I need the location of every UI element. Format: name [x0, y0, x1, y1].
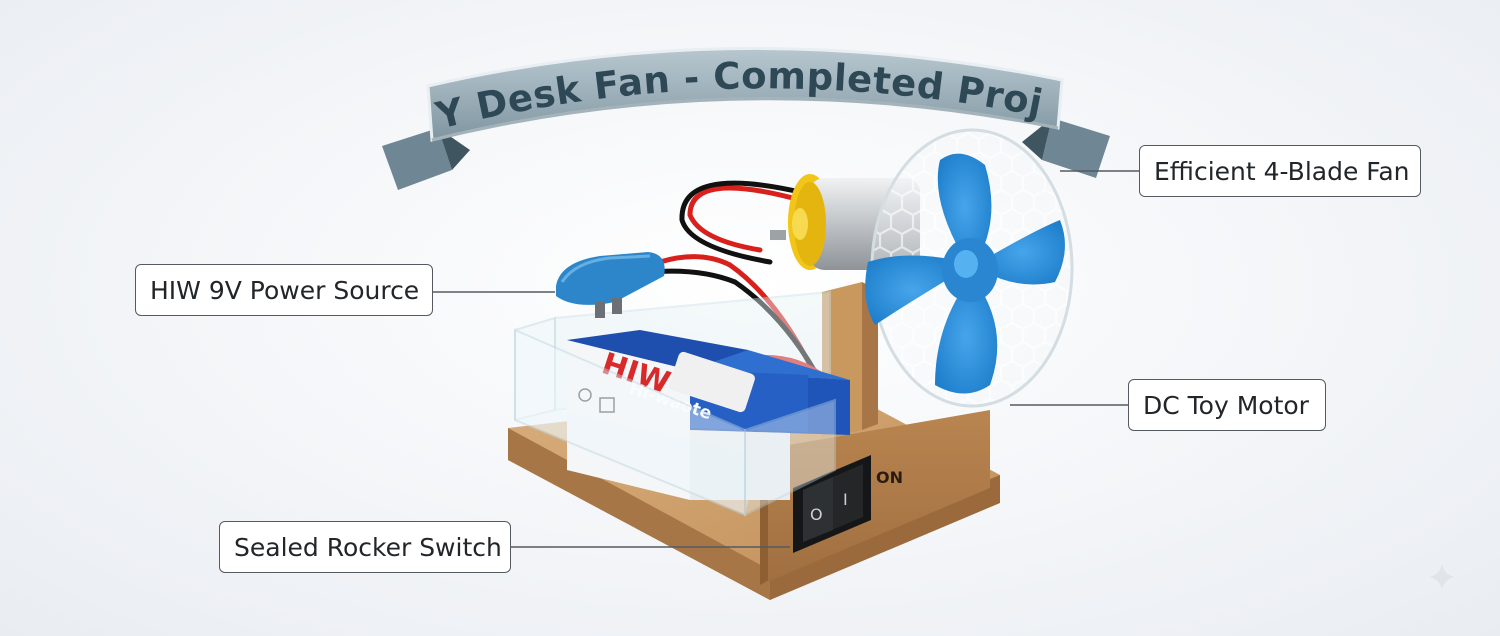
switch-off-symbol: O	[810, 505, 823, 524]
acrylic-box	[514, 316, 836, 517]
callout-fan-label: Efficient 4-Blade Fan	[1139, 145, 1421, 197]
switch-on-label: ON	[876, 468, 903, 487]
switch-on-symbol: I	[843, 490, 848, 509]
battery-clip	[556, 252, 665, 318]
callout-switch-label: Sealed Rocker Switch	[219, 521, 511, 573]
callout-power-label: HIW 9V Power Source	[135, 264, 433, 316]
callout-motor-label: DC Toy Motor	[1128, 379, 1326, 431]
battery-9v: HIW Hi-waote	[567, 330, 850, 500]
sparkle-icon	[1429, 564, 1455, 590]
callout-leaders	[433, 170, 1139, 548]
rocker-switch[interactable]: O I	[793, 455, 871, 553]
fan-blades	[865, 153, 1065, 394]
